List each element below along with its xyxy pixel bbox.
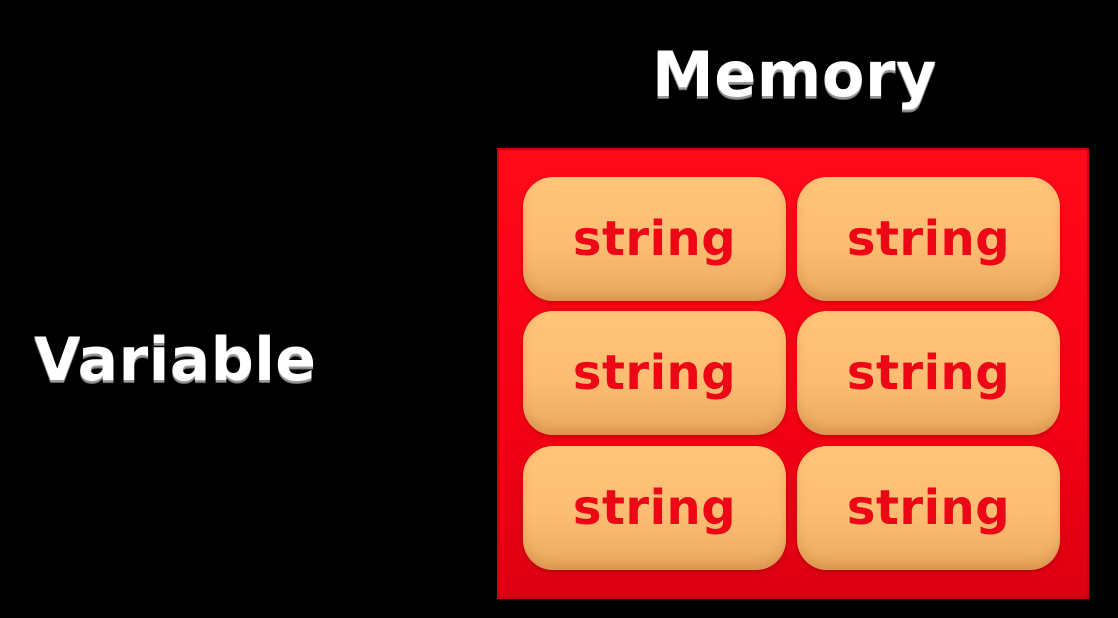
memory-cell: string (523, 177, 786, 301)
memory-cell: string (523, 311, 786, 435)
variable-label: Variable (34, 325, 317, 395)
memory-cell: string (797, 177, 1060, 301)
memory-cell: string (797, 311, 1060, 435)
memory-block: string string string string string strin… (497, 148, 1089, 599)
memory-cell: string (523, 446, 786, 570)
memory-cell: string (797, 446, 1060, 570)
memory-title: Memory (652, 38, 937, 111)
